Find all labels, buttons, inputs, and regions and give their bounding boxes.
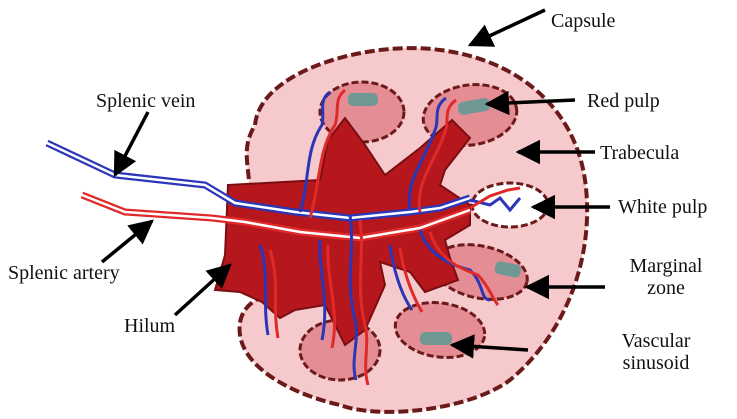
vascular-sinusoid-label-line2: sinusoid [596, 352, 716, 374]
marginal-zone-label: Marginal zone [606, 255, 726, 299]
marginal-zone-label-line2: zone [606, 277, 726, 299]
splenic-vein-arrow [115, 112, 148, 175]
marginal-zone-label-line1: Marginal [606, 255, 726, 277]
splenic-vein-label: Splenic vein [96, 90, 195, 112]
splenic-artery-label: Splenic artery [8, 262, 120, 284]
white-pulp-label: White pulp [618, 196, 707, 218]
vascular-sinusoid [420, 332, 452, 345]
capsule-arrow [470, 10, 545, 45]
trabecula-label: Trabecula [600, 142, 679, 164]
hilum-label: Hilum [124, 315, 175, 337]
vascular-sinusoid [348, 93, 378, 106]
vascular-sinusoid-label: Vascular sinusoid [596, 330, 716, 374]
splenic-artery-arrow [102, 221, 152, 262]
red-pulp-label: Red pulp [587, 90, 660, 112]
vascular-sinusoid-label-line1: Vascular [596, 330, 716, 352]
capsule-label: Capsule [551, 10, 615, 32]
